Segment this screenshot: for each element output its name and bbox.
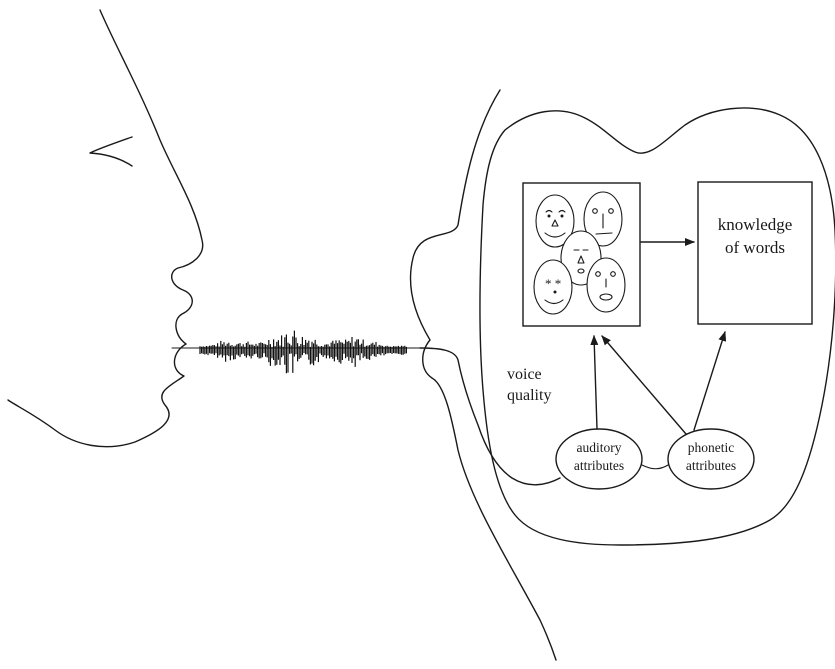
auditory-attributes-node: auditory attributes bbox=[555, 428, 643, 490]
eye-icon bbox=[89, 136, 133, 167]
face-recognition-box: * * bbox=[522, 182, 641, 327]
phonetic-attributes-node: phonetic attributes bbox=[667, 428, 755, 490]
knowledge-of-words-box: knowledge of words bbox=[697, 181, 813, 325]
face-icon: * * bbox=[533, 259, 573, 315]
arrow-phonetic-to-words bbox=[693, 331, 727, 431]
svg-text:* *: * * bbox=[545, 276, 561, 291]
face-icon bbox=[535, 194, 575, 248]
phonetic-label-line2: attributes bbox=[686, 458, 736, 473]
arrow-auditory-to-faces bbox=[590, 335, 599, 430]
auditory-label-line2: attributes bbox=[574, 458, 624, 473]
attributes-connector bbox=[641, 464, 669, 470]
speech-waveform bbox=[197, 330, 421, 374]
arrow-phonetic-to-faces bbox=[601, 335, 687, 435]
face-icon bbox=[586, 257, 626, 313]
ear-canal-line bbox=[419, 347, 561, 486]
voice-quality-label-line1: voice bbox=[507, 366, 542, 383]
knowledge-label-line2: of words bbox=[725, 238, 785, 257]
auditory-label-line1: auditory bbox=[577, 440, 622, 455]
face-outline bbox=[7, 9, 204, 448]
brain-outline bbox=[479, 107, 835, 546]
phonetic-label-line1: phonetic bbox=[688, 440, 735, 455]
voice-quality-label-line2: quality bbox=[507, 387, 551, 404]
listener-head bbox=[409, 89, 835, 661]
waveform-trace bbox=[199, 330, 407, 374]
listener-head-outline bbox=[409, 89, 557, 661]
knowledge-label-line1: knowledge bbox=[718, 215, 793, 234]
face-icon bbox=[583, 191, 623, 247]
speaker-face-profile bbox=[7, 9, 206, 448]
